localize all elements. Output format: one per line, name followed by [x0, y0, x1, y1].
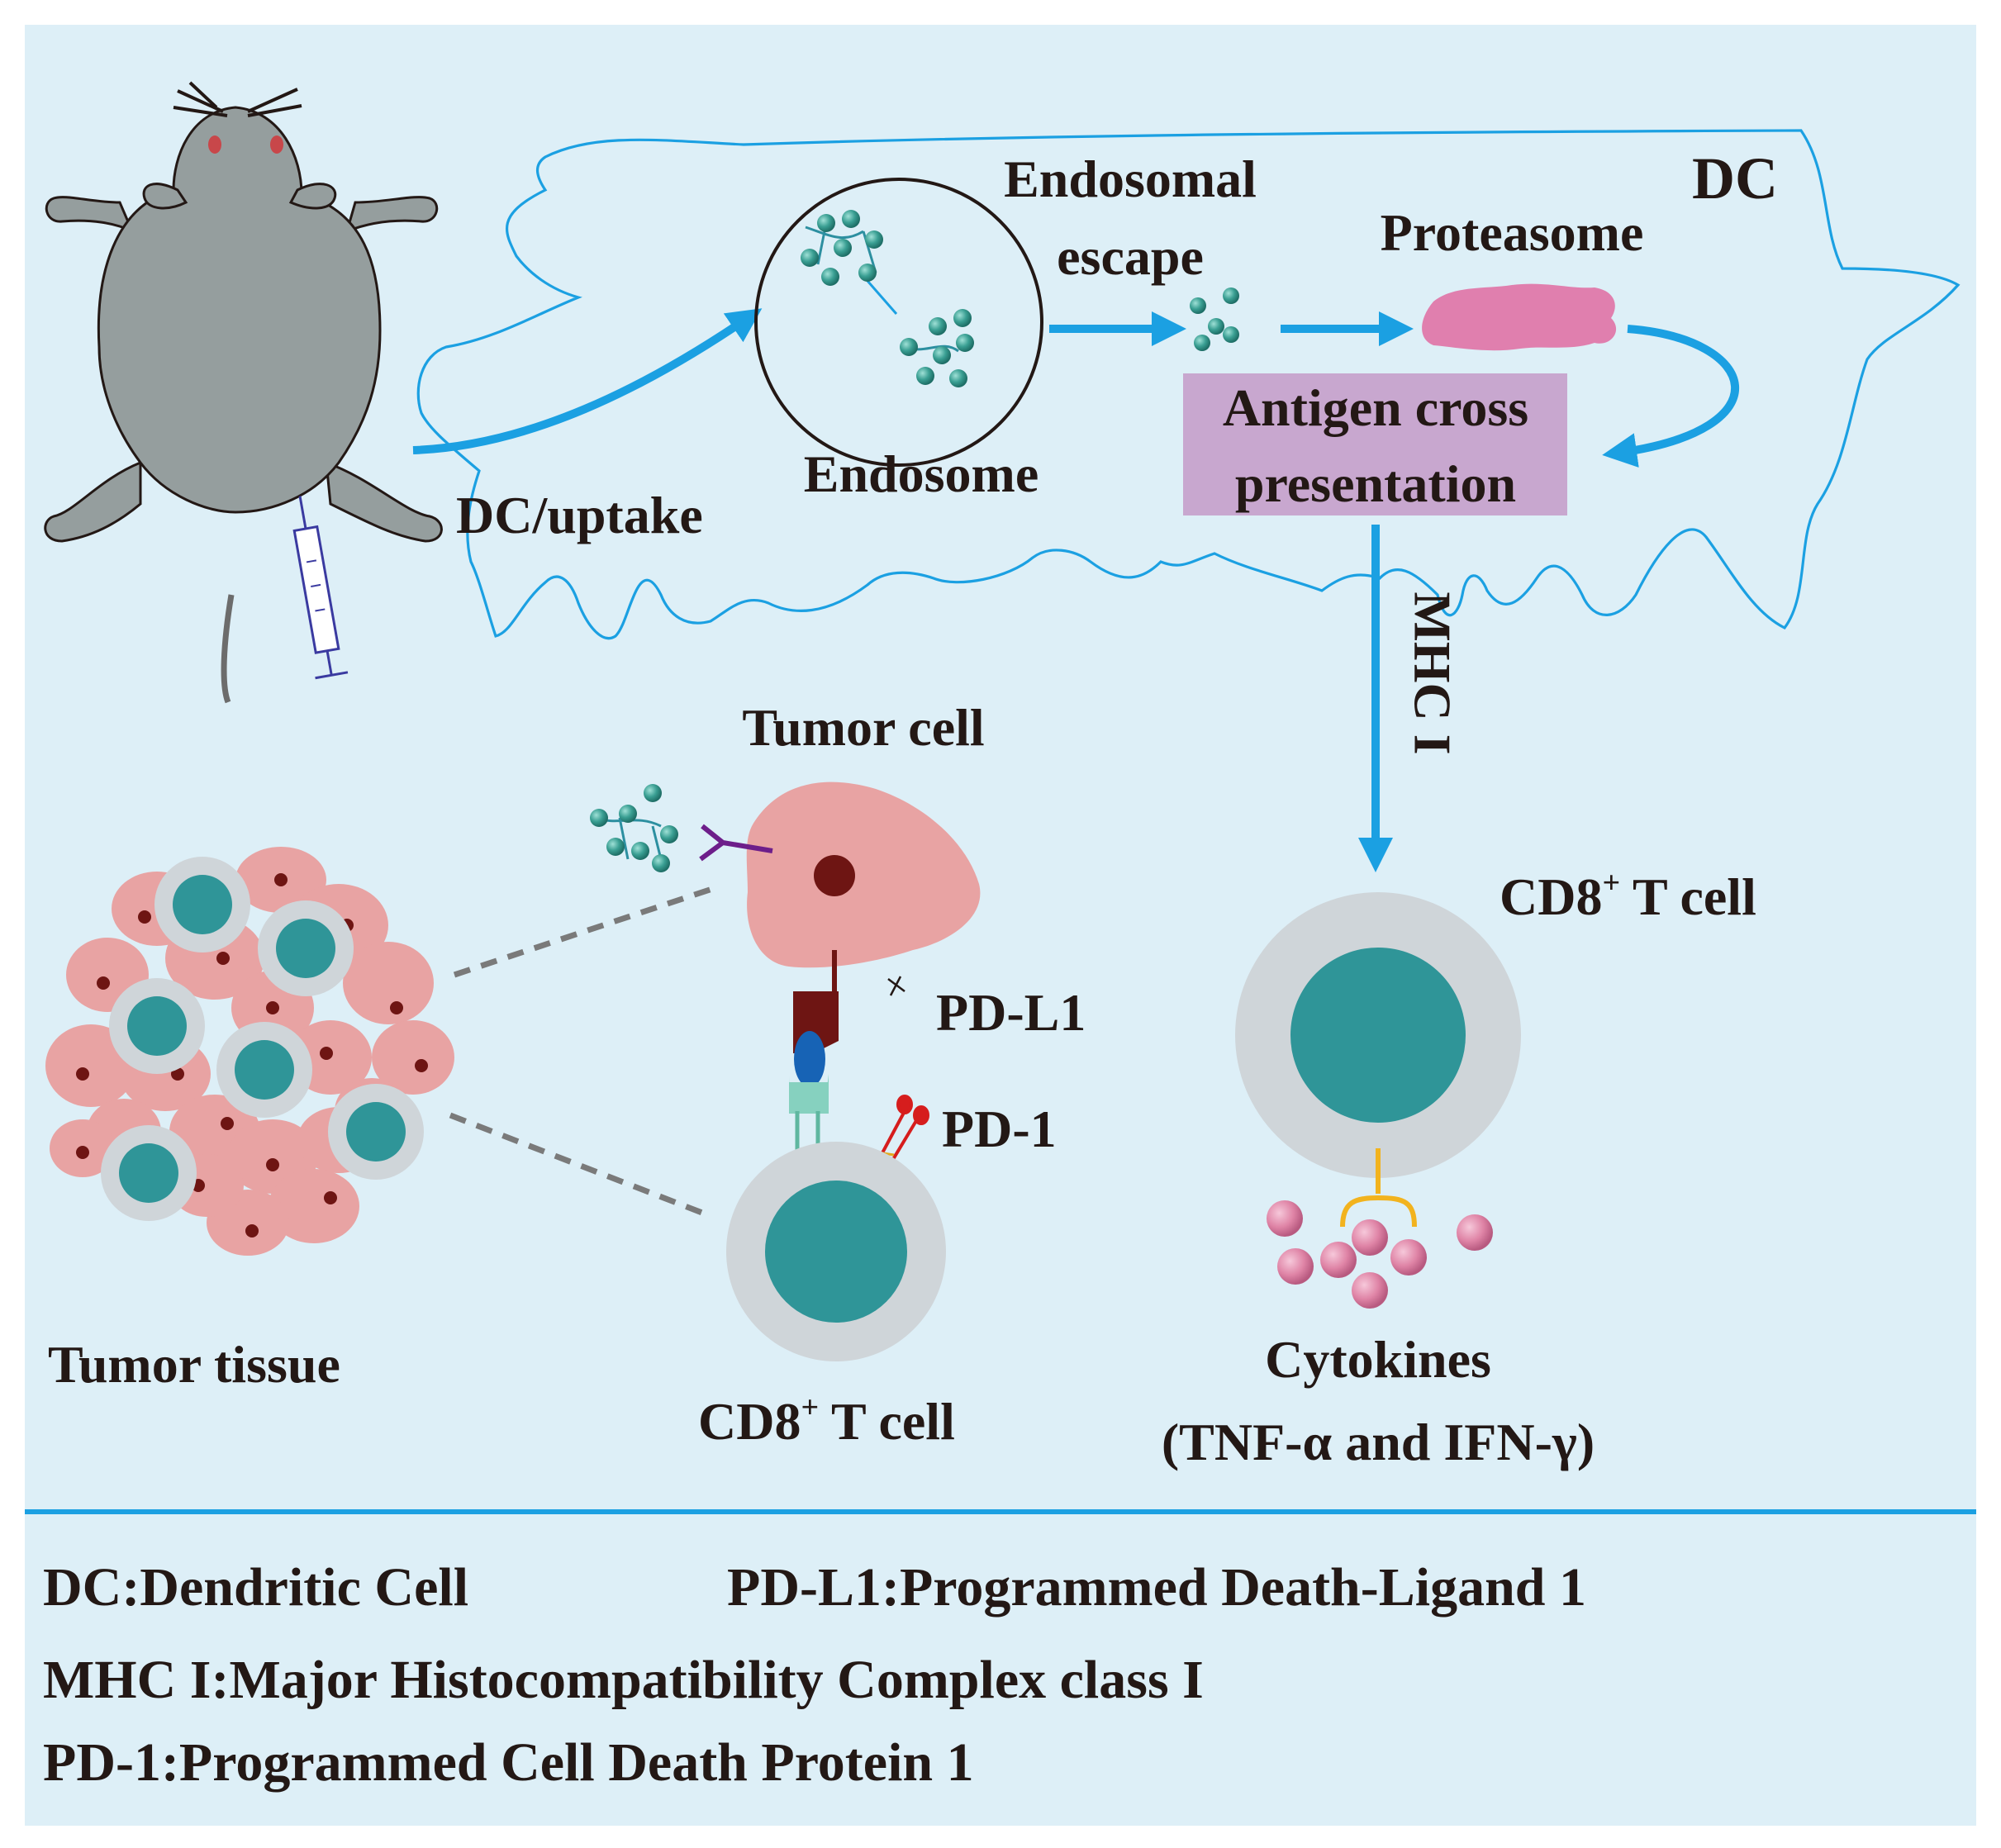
legend-pd-l1: PD-L1:Programmed Death-Ligand 1 — [727, 1557, 1586, 1618]
label-cd8-bottom-main: CD8 — [698, 1392, 801, 1451]
cytokine-release-connector — [1340, 1148, 1417, 1228]
antibody-with-antigen — [590, 784, 773, 872]
label-cd8-right-rest: T cell — [1620, 867, 1756, 926]
label-tumor-tissue: Tumor tissue — [48, 1335, 340, 1394]
label-cd8-bottom-sup: + — [801, 1390, 819, 1425]
label-escape: escape — [1057, 227, 1204, 286]
mouse-illustration — [44, 81, 443, 704]
label-tumor-cell: Tumor cell — [742, 698, 984, 757]
label-cytokines-types: (TNF-α and IFN-γ) — [1162, 1413, 1595, 1471]
uptake-arrow — [412, 308, 763, 454]
label-mhc-i: MHC I — [1403, 591, 1462, 754]
label-antigen-cross: Antigen cross — [1223, 378, 1528, 437]
label-cd8-bottom: CD8+ T cell — [698, 1390, 955, 1451]
label-cd8-right: CD8+ T cell — [1500, 866, 1756, 926]
label-endosome: Endosome — [804, 444, 1039, 503]
label-cytokines: Cytokines — [1265, 1330, 1491, 1389]
zoom-line-top — [453, 885, 716, 978]
label-presentation: presentation — [1235, 454, 1516, 513]
label-pd-l1: PD-L1 — [936, 983, 1086, 1042]
cd8-t-cell-bottom-nucleus — [765, 1181, 907, 1323]
tumor-tissue-cluster — [45, 847, 454, 1256]
legend-dc: DC:Dendritic Cell — [43, 1557, 468, 1618]
antigen-presentation-box — [1183, 373, 1567, 515]
cytokine-particles — [1267, 1200, 1493, 1309]
label-cd8-right-sup: + — [1602, 866, 1620, 900]
tumor-cell-nucleus — [814, 855, 855, 896]
cd8-t-cell-right-nucleus — [1290, 948, 1466, 1123]
escaped-antigen-particles — [1190, 287, 1239, 351]
zoom-line-bottom — [449, 1112, 708, 1218]
label-dc-uptake: DC/uptake — [456, 486, 703, 544]
endosome-particles — [801, 210, 974, 387]
legend-mhc: MHC I:Major Histocompatibility Complex c… — [43, 1650, 1204, 1710]
proteasome-shape — [1422, 283, 1617, 351]
dendritic-cell-outline — [416, 129, 1961, 640]
legend-pd-1: PD-1:Programmed Cell Death Protein 1 — [43, 1732, 974, 1793]
endosome-circle — [754, 178, 1043, 467]
label-endosomal: Endosomal — [1004, 150, 1257, 208]
label-dc: DC — [1692, 145, 1778, 211]
infiltrating-t-cells — [101, 857, 424, 1221]
label-pd-1: PD-1 — [942, 1100, 1057, 1158]
to-presentation-arrow — [1602, 325, 1739, 468]
label-proteasome: Proteasome — [1381, 203, 1644, 262]
label-cd8-bottom-rest: T cell — [819, 1392, 955, 1451]
label-cd8-right-main: CD8 — [1500, 867, 1602, 926]
tumor-cell-body — [746, 781, 981, 968]
